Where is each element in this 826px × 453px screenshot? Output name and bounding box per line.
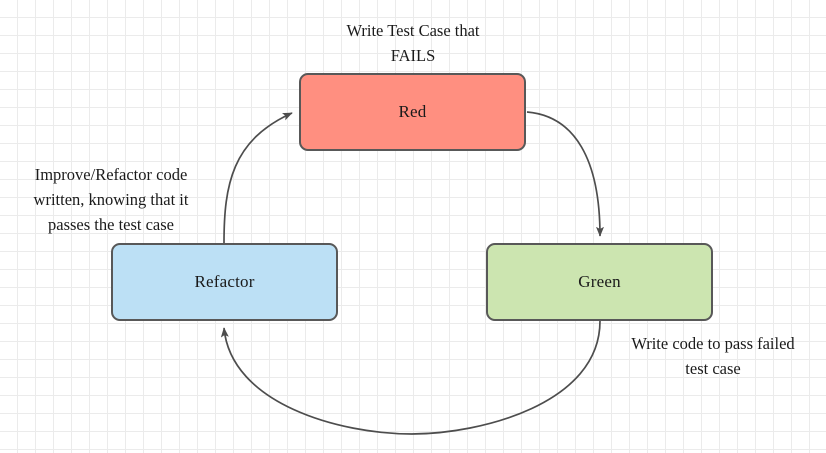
- edge-label-refactor-to-red: Improve/Refactor code written, knowing t…: [33, 165, 189, 234]
- node-green[interactable]: Green: [486, 243, 713, 321]
- edge-green-to-refactor: [220, 320, 601, 435]
- edge-label-red-to-green: Write Test Case that FAILS: [346, 21, 480, 65]
- edge-red-to-green: [526, 111, 604, 237]
- node-refactor-label: Refactor: [194, 272, 255, 291]
- node-red-label: Red: [398, 102, 427, 121]
- edge-refactor-to-red: [223, 112, 293, 244]
- node-green-label: Green: [578, 272, 621, 291]
- node-refactor[interactable]: Refactor: [111, 243, 338, 321]
- node-red[interactable]: Red: [299, 73, 526, 151]
- edge-label-green-to-refactor: Write code to pass failed test case: [631, 334, 795, 378]
